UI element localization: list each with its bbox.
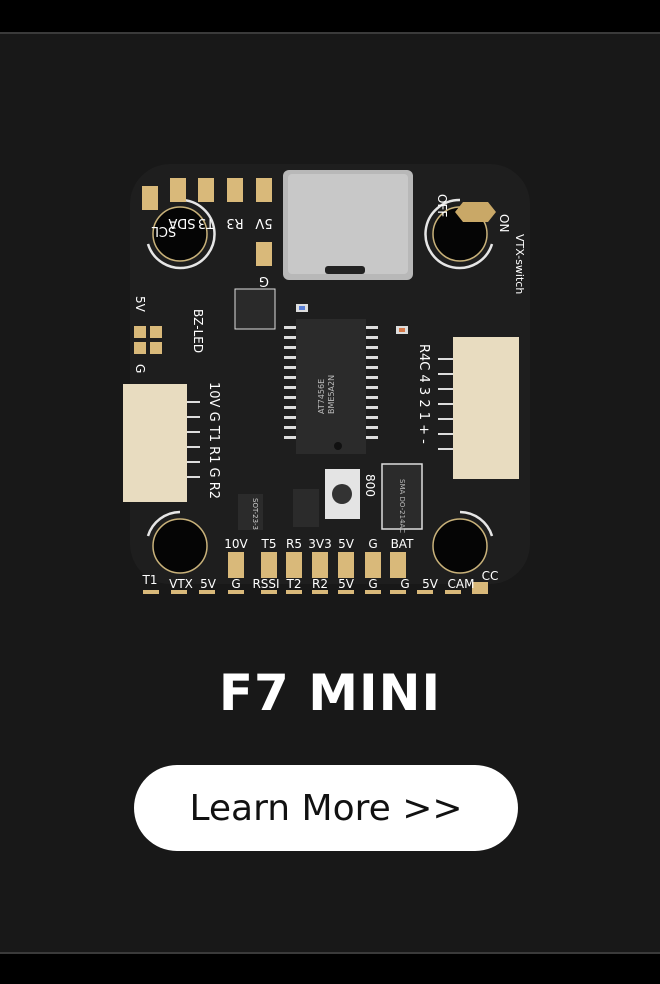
svg-text:ON: ON — [497, 214, 511, 232]
left-side: 5V G BZ-LED 10V G T1 R1 G R2 — [123, 288, 276, 502]
svg-text:CAM: CAM — [448, 577, 475, 591]
svg-text:BAT: BAT — [391, 537, 415, 551]
main-chip: AT7456E BME5A2N — [284, 304, 408, 454]
svg-text:SMA DO-214AC: SMA DO-214AC — [398, 479, 406, 533]
top-pad-labels: SCL SDA T3 R3 5V G — [151, 215, 273, 288]
svg-text:3V3: 3V3 — [308, 537, 331, 551]
svg-text:T3: T3 — [198, 215, 215, 230]
svg-text:10V G T1 R1 G R2: 10V G T1 R1 G R2 — [206, 382, 221, 499]
components: 800 SMA DO-214AC SOT-23-3 — [238, 463, 423, 533]
svg-text:800: 800 — [363, 474, 377, 497]
svg-text:OFF: OFF — [435, 194, 449, 217]
svg-text:VTX-switch: VTX-switch — [513, 234, 526, 294]
svg-text:R3: R3 — [226, 215, 243, 230]
right-side: R4C 4 3 2 1 + - — [416, 337, 519, 479]
product-image: SCL SDA T3 R3 5V G OFF ON VTX-switch — [120, 134, 540, 614]
svg-text:5V: 5V — [133, 296, 147, 313]
svg-text:5V: 5V — [255, 215, 272, 230]
svg-text:BME5A2N: BME5A2N — [327, 375, 336, 414]
svg-text:BZ-LED: BZ-LED — [191, 309, 205, 353]
learn-more-button[interactable]: Learn More >> — [134, 765, 518, 851]
svg-text:SCL: SCL — [151, 223, 176, 238]
product-card: SCL SDA T3 R3 5V G OFF ON VTX-switch — [0, 32, 660, 954]
svg-text:VTX: VTX — [169, 577, 193, 591]
svg-text:AT7456E: AT7456E — [317, 379, 326, 414]
top-pads — [142, 178, 272, 266]
svg-text:5V: 5V — [200, 577, 217, 591]
svg-text:RSSI: RSSI — [252, 577, 279, 591]
svg-text:G: G — [400, 577, 409, 591]
svg-text:R5: R5 — [286, 537, 302, 551]
flight-controller-board-illustration: SCL SDA T3 R3 5V G OFF ON VTX-switch — [123, 164, 530, 614]
svg-text:G: G — [368, 537, 377, 551]
svg-text:T1: T1 — [142, 573, 158, 587]
svg-text:R4C 4 3 2 1 + -: R4C 4 3 2 1 + - — [416, 344, 431, 444]
product-title: F7 MINI — [218, 664, 442, 722]
svg-text:5V: 5V — [422, 577, 439, 591]
svg-text:5V: 5V — [338, 577, 355, 591]
vtx-switch: OFF ON VTX-switch — [435, 194, 526, 294]
svg-text:10V: 10V — [224, 537, 248, 551]
svg-text:G: G — [133, 364, 147, 373]
svg-text:SDA: SDA — [168, 215, 195, 230]
svg-text:5V: 5V — [338, 537, 355, 551]
usb-c-connector — [283, 170, 413, 280]
svg-text:G: G — [368, 577, 377, 591]
svg-text:T5: T5 — [261, 537, 277, 551]
svg-text:G: G — [259, 273, 269, 288]
svg-text:T2: T2 — [286, 577, 302, 591]
bottom-pad-labels: 10V T5 R5 3V3 5V G BAT T1 VTX 5V G RSSI T2 R2 5V G… — [142, 537, 499, 591]
svg-text:CC: CC — [482, 569, 499, 583]
svg-text:G: G — [231, 577, 240, 591]
mounting-holes — [146, 198, 494, 574]
svg-text:R2: R2 — [312, 577, 328, 591]
svg-text:SOT-23-3: SOT-23-3 — [251, 498, 259, 530]
